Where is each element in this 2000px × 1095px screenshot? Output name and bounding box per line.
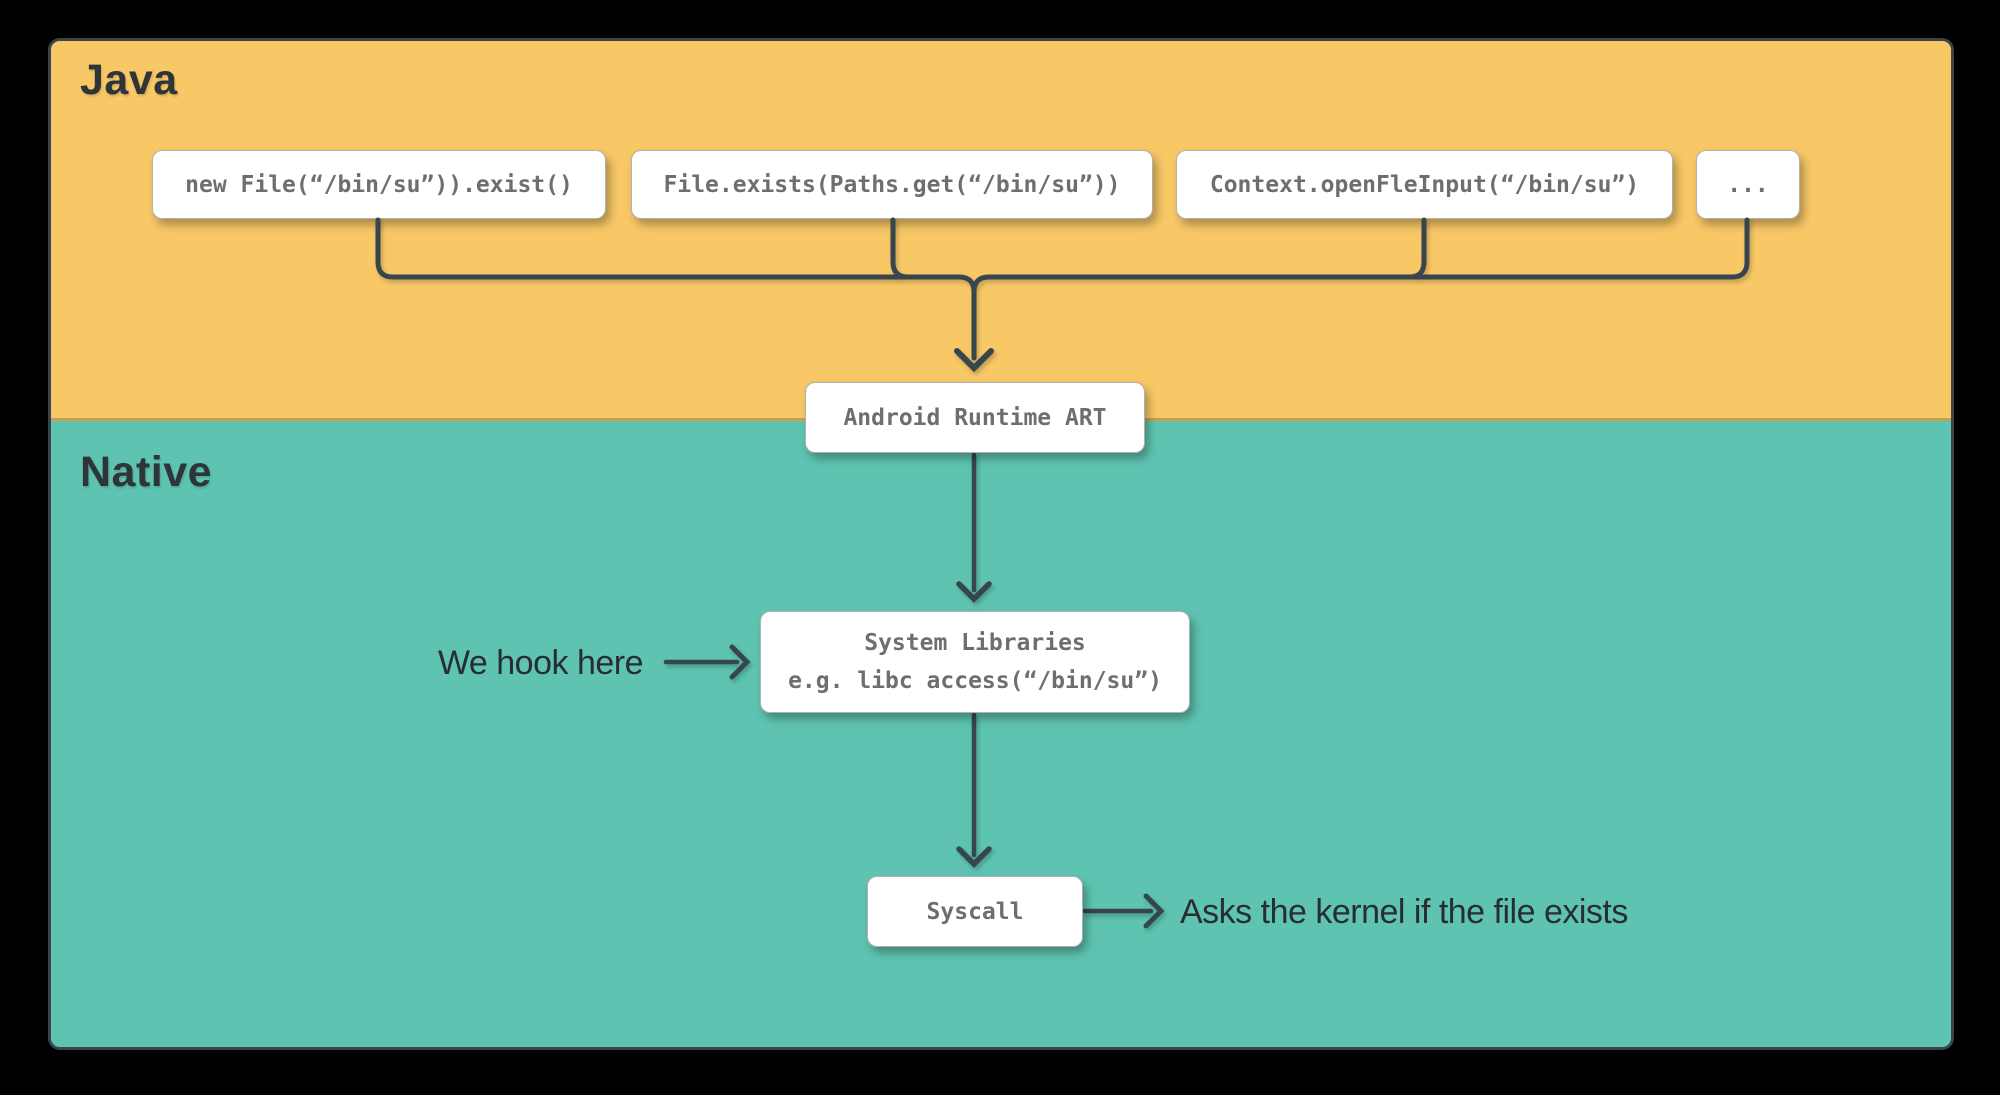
native-section-label: Native xyxy=(80,448,213,496)
edge-call4-to-merge xyxy=(971,217,1750,361)
syscall-box: Syscall xyxy=(867,876,1083,947)
system-libraries-box: System Libraries e.g. libc access(“/bin/… xyxy=(760,611,1190,713)
java-call-box-file-exists: File.exists(Paths.get(“/bin/su”)) xyxy=(631,150,1153,219)
java-call-box-context-open: Context.openFleInput(“/bin/su”) xyxy=(1176,150,1673,219)
arrowhead-art-to-syslib xyxy=(956,581,992,603)
arrowhead-syslib-to-syscall xyxy=(956,846,992,868)
edge-call1-to-merge xyxy=(375,217,977,361)
java-call-box-ellipsis: ... xyxy=(1696,150,1800,219)
java-call-box-new-file: new File(“/bin/su”)).exist() xyxy=(152,150,606,219)
java-section-background xyxy=(51,41,1951,421)
arrowhead-merge-to-art xyxy=(954,348,994,373)
java-section-label: Java xyxy=(80,56,178,104)
system-libraries-line2: e.g. libc access(“/bin/su”) xyxy=(788,668,1162,694)
arrowhead-kernel-annotation xyxy=(1143,893,1165,929)
edge-call2-to-merge xyxy=(890,217,911,280)
system-libraries-line1: System Libraries xyxy=(864,630,1086,656)
arrowhead-hook-annotation xyxy=(729,644,751,680)
android-runtime-box: Android Runtime ART xyxy=(805,382,1145,453)
edge-call3-to-merge xyxy=(1406,217,1427,280)
hook-annotation-text: We hook here xyxy=(437,644,644,682)
kernel-annotation-text: Asks the kernel if the file exists xyxy=(1180,893,1628,931)
